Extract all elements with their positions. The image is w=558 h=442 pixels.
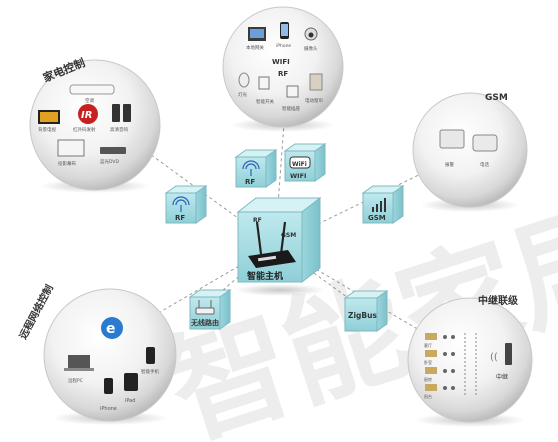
rf-left-label: RF [175, 214, 185, 222]
cube-router: 无线路由 [188, 289, 232, 330]
signal-bars-icon [372, 198, 386, 212]
label-screen: 投影幕布 [58, 160, 76, 167]
sphere-wifi-rf: 本地网关 iPhone 摄像头 WIFI RF 灯光 智能开关 智能插座 电动窗… [222, 6, 344, 132]
label-ipad: iPad [125, 398, 135, 404]
laptop-icon [68, 355, 90, 368]
rf-antenna-top-icon [242, 160, 260, 176]
hub-cube: RF GSM 智能主机 [235, 196, 325, 296]
hub-rf-label: RF [253, 217, 262, 224]
label-tv: 背景电视 [38, 126, 56, 133]
light-icon [238, 72, 250, 88]
rf-top-label: RF [245, 178, 255, 186]
ir-emitter-icon [78, 104, 98, 124]
sphere-remote: 远程网络控制 e 远程PC iPhone iPad 智能手机 [16, 282, 177, 425]
wifi-top-label: WIFI [290, 172, 306, 180]
rf-antenna-icon [172, 196, 190, 212]
cube-wifi-top: WiFi WIFI [283, 143, 327, 182]
label-light: 灯光 [238, 91, 247, 98]
relay-device-icon [505, 343, 512, 365]
label-alarm: 报警 [445, 161, 454, 168]
wifi-label: WIFI [272, 58, 290, 66]
gsm-title: GSM [485, 93, 508, 103]
projector-screen-icon [57, 139, 85, 157]
sphere-relay: 中继联级 客厅 卧室 厨房 阳台 (( 中继 [407, 294, 533, 427]
relay-row-1: 卧室 [424, 359, 432, 365]
curtain-icon [309, 73, 323, 91]
wifi-logo-icon [289, 156, 311, 169]
relay-label: 中继 [496, 373, 508, 381]
label-switch: 智能开关 [256, 98, 274, 105]
label-dvd: 蓝光DVD [100, 158, 119, 165]
cube-rf-top: RF [234, 149, 278, 188]
router-label: 无线路由 [190, 318, 219, 327]
label-curtain: 电动窗帘 [305, 97, 323, 104]
smart-switch-icon [258, 76, 270, 90]
label-phone: 电话 [480, 161, 489, 168]
router-icon [195, 300, 215, 315]
hub-label: 智能主机 [247, 270, 283, 282]
sphere-gsm: GSM 报警 电话 [412, 92, 528, 212]
ipad-icon [124, 373, 138, 391]
cube-zigbus: ZigBus [343, 290, 389, 332]
label-ac: 空调 [85, 97, 94, 104]
label-speaker: 高清音响 [110, 126, 128, 133]
label-pc: 远程PC [68, 377, 83, 384]
relay-row-3: 阳台 [424, 393, 432, 399]
smart-host-device-icon [248, 221, 296, 268]
cube-rf-left: RF [164, 185, 208, 224]
label-ir: 红外码发射 [73, 126, 96, 133]
sphere-appliance: 家电控制 空调 背景电视 IR 红外码发射 高清音响 投影幕布 蓝光DVD [29, 55, 161, 193]
label-socket: 智能插座 [282, 105, 300, 112]
dvd-player-icon [100, 147, 126, 154]
smartphone-icon [146, 347, 155, 364]
svg-text:IR: IR [81, 110, 92, 121]
svg-text:WiFi: WiFi [292, 161, 307, 168]
relay-title: 中继联级 [478, 294, 519, 307]
speaker-icon [112, 104, 120, 122]
label-iphone: iPhone [276, 43, 291, 49]
label-remote-iphone: iPhone [100, 406, 117, 412]
cube-gsm-right: GSM [361, 185, 405, 224]
hub-gsm-label: GSM [281, 232, 296, 239]
smart-socket-icon [286, 85, 299, 98]
rf-label: RF [278, 70, 288, 78]
remote-iphone-icon [104, 378, 113, 394]
label-gateway: 本地网关 [246, 44, 264, 51]
relay-row-0: 客厅 [424, 342, 432, 348]
alarm-icon [439, 129, 465, 149]
air-conditioner-icon [69, 84, 115, 95]
label-smartphone: 智能手机 [141, 368, 159, 375]
relay-wave: (( [490, 352, 498, 363]
phone-icon [472, 134, 498, 152]
internet-icon [101, 317, 123, 339]
svg-text:e: e [106, 321, 116, 337]
gsm-right-label: GSM [368, 214, 386, 222]
label-camera: 摄像头 [304, 45, 318, 52]
relay-rows: 客厅 卧室 厨房 阳台 [424, 333, 477, 399]
zigbus-label: ZigBus [348, 311, 377, 320]
relay-row-2: 厨房 [424, 376, 432, 382]
